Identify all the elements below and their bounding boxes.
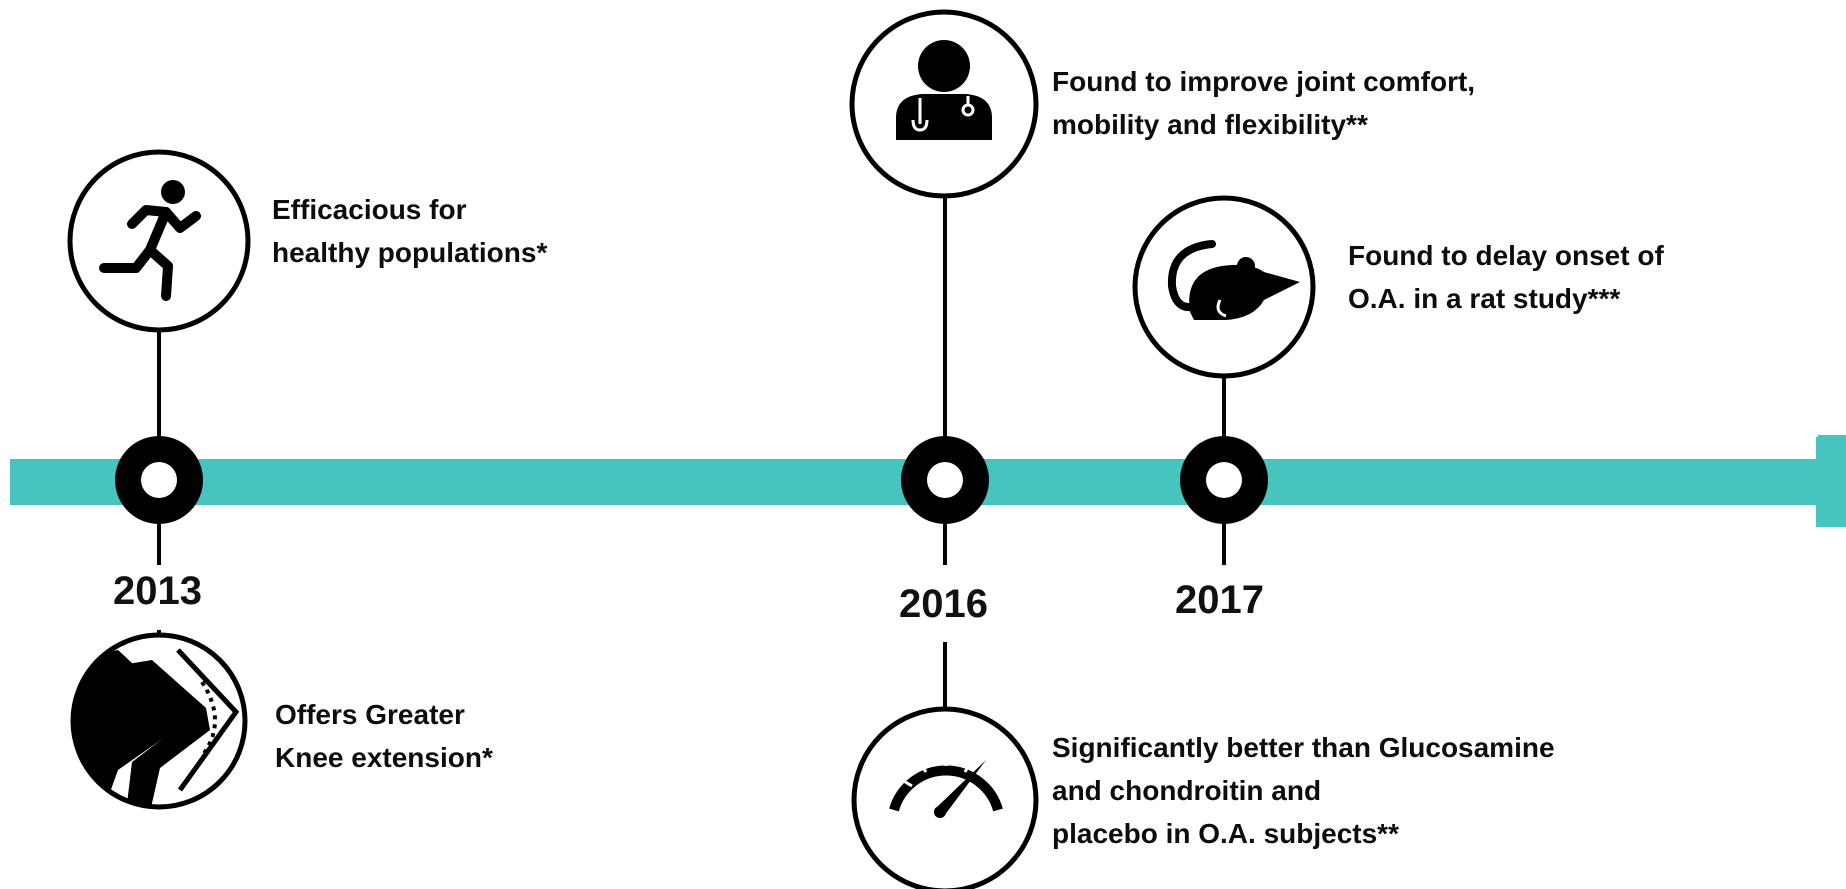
milestone-text-doctor: Found to improve joint comfort, mobility… xyxy=(1052,60,1475,146)
milestone-text-speedometer: Significantly better than Glucosamine an… xyxy=(1052,726,1555,855)
milestone-line: Found to delay onset of xyxy=(1348,240,1664,271)
year-label-2013: 2013 xyxy=(113,569,202,613)
milestone-text-rat: Found to delay onset of O.A. in a rat st… xyxy=(1348,234,1664,320)
milestone-text-runner: Efficacious for healthy populations* xyxy=(272,188,547,274)
milestone-text-knee: Offers Greater Knee extension* xyxy=(275,693,493,779)
milestone-line: placebo in O.A. subjects** xyxy=(1052,818,1399,849)
runner-icon xyxy=(67,149,251,333)
doctor-icon xyxy=(849,9,1039,199)
milestone-line: Significantly better than Glucosamine xyxy=(1052,732,1555,763)
milestone-line: O.A. in a rat study*** xyxy=(1348,283,1621,314)
milestone-line: Found to improve joint comfort, xyxy=(1052,66,1476,97)
milestone-line: Offers Greater xyxy=(275,699,465,730)
milestone-line: Knee extension* xyxy=(275,742,493,773)
knee-icon xyxy=(70,632,248,810)
milestone-line: and chondroitin and xyxy=(1052,775,1322,806)
year-label-2016: 2016 xyxy=(899,582,988,626)
speedometer-icon xyxy=(851,706,1039,889)
timeline-arrowhead-tip xyxy=(1816,436,1846,528)
milestone-line: healthy populations* xyxy=(272,237,548,268)
connector-lines xyxy=(157,196,1226,712)
milestone-line: Efficacious for xyxy=(272,194,467,225)
node-2016 xyxy=(901,436,989,524)
milestone-line: mobility and flexibility** xyxy=(1052,109,1368,140)
node-2017 xyxy=(1180,436,1268,524)
node-2013 xyxy=(115,436,203,524)
rat-icon xyxy=(1132,195,1316,379)
year-label-2017: 2017 xyxy=(1175,578,1264,622)
